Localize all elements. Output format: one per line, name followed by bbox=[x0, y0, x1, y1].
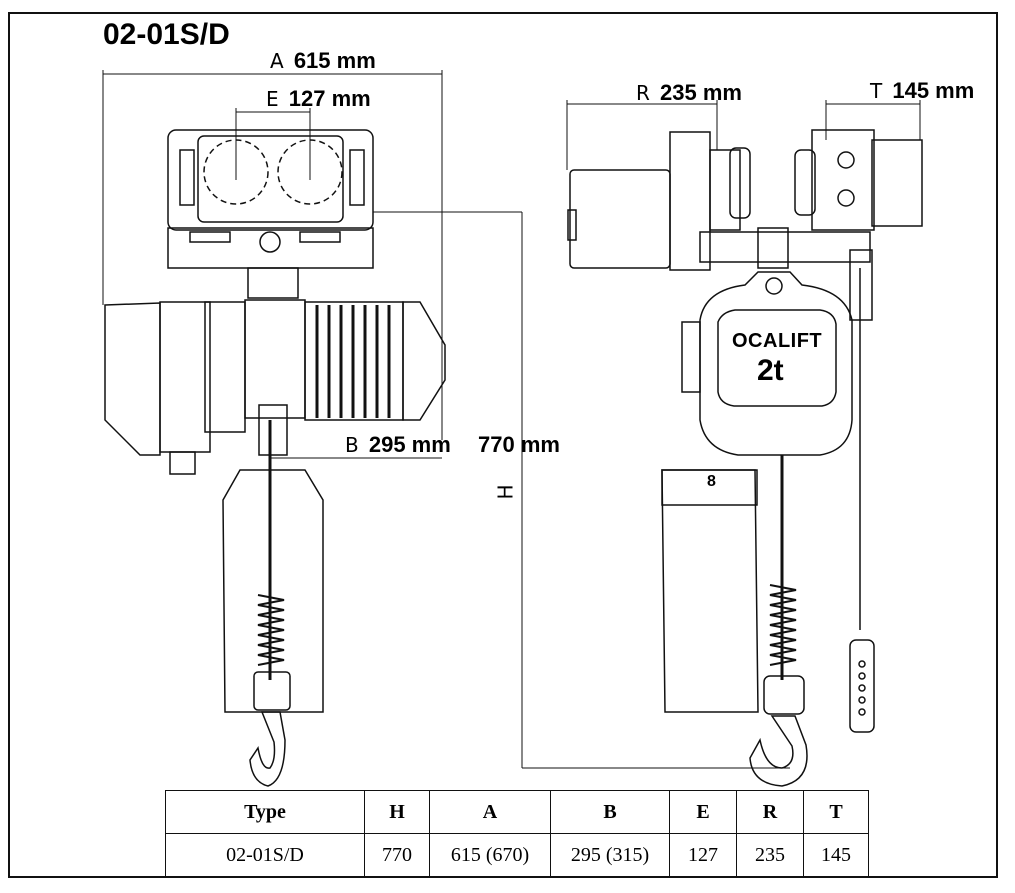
dimension-e-value: 127 mm bbox=[288, 86, 371, 111]
dimension-a-value: 615 mm bbox=[293, 48, 376, 73]
dimension-a: A 615 mm bbox=[270, 48, 376, 74]
dimension-r: R 235 mm bbox=[636, 80, 742, 106]
header-h: H bbox=[364, 790, 430, 834]
cell-b: 295 (315) bbox=[550, 833, 670, 877]
dimension-t: T 145 mm bbox=[870, 78, 974, 104]
cell-type: 02-01S/D bbox=[165, 833, 365, 877]
dimension-b-letter: B bbox=[345, 433, 359, 457]
cell-t: 145 bbox=[803, 833, 869, 877]
spec-table-row: 02-01S/D 770 615 (670) 295 (315) 127 235… bbox=[165, 833, 869, 877]
header-e: E bbox=[669, 790, 737, 834]
hoist-brand-label: OCALIFT bbox=[732, 330, 823, 352]
header-t: T bbox=[803, 790, 869, 834]
chain-box-mark: 8 bbox=[707, 473, 716, 490]
dimension-r-value: 235 mm bbox=[660, 80, 742, 105]
spec-table-header-row: Type H A B E R T bbox=[165, 790, 869, 834]
spec-table: Type H A B E R T 02-01S/D 770 615 (670) … bbox=[165, 790, 869, 877]
dimension-h-value: 770 mm bbox=[478, 432, 560, 457]
dimension-b: B 295 mm bbox=[345, 432, 451, 458]
dimension-t-value: 145 mm bbox=[892, 78, 975, 103]
side-view bbox=[567, 129, 923, 787]
header-b: B bbox=[550, 790, 670, 834]
header-a: A bbox=[429, 790, 551, 834]
model-title: 02-01S/D bbox=[103, 18, 230, 51]
cell-r: 235 bbox=[736, 833, 804, 877]
cell-a: 615 (670) bbox=[429, 833, 551, 877]
header-type: Type bbox=[165, 790, 365, 834]
dimension-a-letter: A bbox=[270, 49, 284, 73]
cell-h: 770 bbox=[364, 833, 430, 877]
front-view bbox=[104, 129, 446, 787]
dimension-b-value: 295 mm bbox=[368, 432, 451, 457]
dimension-e-letter: E bbox=[266, 87, 279, 111]
header-r: R bbox=[736, 790, 804, 834]
dimension-e: E 127 mm bbox=[266, 86, 371, 112]
drawing-frame bbox=[8, 12, 998, 878]
hoist-capacity-label: 2t bbox=[757, 354, 784, 387]
cell-e: 127 bbox=[669, 833, 737, 877]
dimension-h-letter: H bbox=[493, 484, 518, 500]
dimension-t-letter: T bbox=[870, 79, 883, 103]
dimension-r-letter: R bbox=[636, 81, 650, 105]
dimension-lines bbox=[102, 70, 921, 769]
